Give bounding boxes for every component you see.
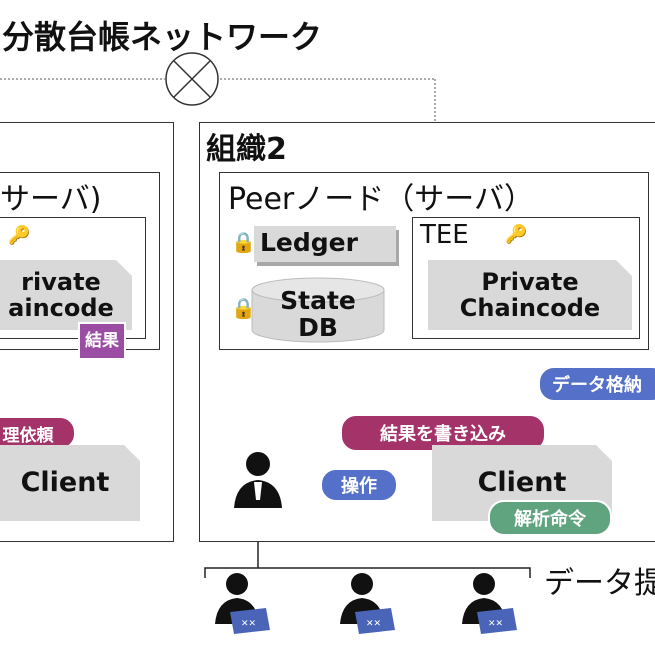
- operate-pill: 操作: [320, 468, 398, 502]
- org1-client: Client: [0, 445, 140, 521]
- data-providers-label: データ提: [544, 566, 655, 601]
- org1-chaincode-line1: rivate: [21, 267, 101, 296]
- network-title: 分散台帳ネットワーク: [2, 18, 323, 56]
- org2-chaincode: Private Chaincode: [428, 260, 632, 330]
- org1-result-badge: 結果: [78, 322, 126, 360]
- svg-text:✕✕: ✕✕: [366, 619, 381, 629]
- tee-key-icon: 🔑: [505, 224, 528, 245]
- org2-chaincode-line1: Private: [481, 267, 579, 296]
- org1-request-pill: 理依頼: [0, 416, 76, 450]
- state-db: State DB: [252, 284, 384, 344]
- org1-key-icon: 🔑: [8, 225, 31, 246]
- org2-title: 組織2: [206, 132, 287, 167]
- tee-label: TEE: [420, 220, 469, 250]
- org1-client-label: Client: [20, 467, 110, 499]
- analysis-pill: 解析命令: [488, 500, 612, 536]
- org1-server-label: サーバ): [0, 182, 102, 217]
- org2-chaincode-line2: Chaincode: [459, 294, 601, 322]
- provider-1-icon: ✕✕: [215, 573, 270, 634]
- data-store-pill: データ格納: [538, 366, 655, 402]
- svg-text:✕✕: ✕✕: [241, 619, 256, 629]
- ledger-lock-icon: 🔒: [231, 230, 256, 254]
- org2-client-label: Client: [477, 467, 567, 499]
- state-db-line2: DB: [298, 313, 338, 342]
- org1-chaincode-line2: aincode: [8, 294, 114, 322]
- provider-3-icon: ✕✕: [462, 573, 517, 634]
- ledger-label: Ledger: [260, 228, 358, 257]
- org1-chaincode: rivate aincode: [0, 260, 132, 330]
- provider-2-icon: ✕✕: [340, 573, 395, 634]
- ledger: Ledger: [254, 226, 396, 262]
- svg-text:✕✕: ✕✕: [488, 619, 503, 629]
- state-db-line1: State: [280, 285, 356, 315]
- providers-bracket: [204, 567, 531, 578]
- org2-peer-label: Peerノード（サーバ）: [228, 182, 534, 217]
